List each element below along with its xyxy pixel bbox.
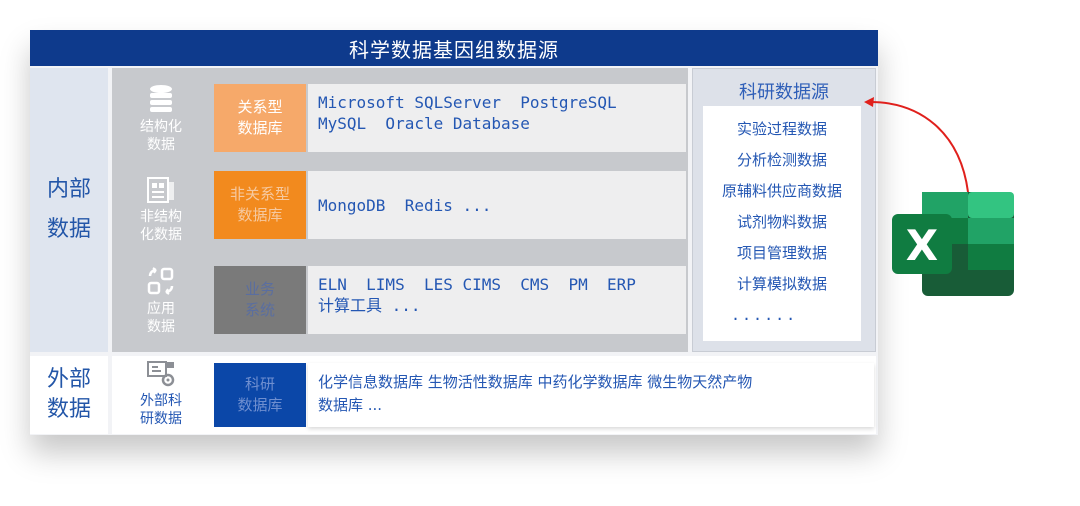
application-data-label: 应用 数据: [147, 301, 175, 335]
list-item: 原辅料供应商数据: [721, 182, 842, 200]
list-item: 试剂物料数据: [736, 213, 827, 231]
external-data-label: 外部 数据: [30, 356, 108, 434]
nonrelational-db-label: 非关系型 数据库: [229, 185, 290, 224]
business-system-label: 业务 系统: [244, 280, 275, 319]
structured-data-label: 结构化 数据: [140, 119, 182, 153]
nonrelational-db-content: MongoDB Redis ...: [308, 171, 686, 239]
excel-logo-letter: X: [906, 221, 938, 270]
research-db-category: 科研 数据库: [214, 363, 306, 427]
research-db-label: 科研 数据库: [237, 375, 283, 414]
relational-db-label: 关系型 数据库: [237, 98, 283, 137]
list-item: 实验过程数据: [736, 120, 827, 138]
nonrelational-db-category: 非关系型 数据库: [214, 171, 306, 239]
unstructured-data-label: 非结构 化数据: [140, 209, 182, 243]
internal-data-label: 内部 数据: [30, 68, 108, 352]
research-db-content: 化学信息数据库 生物活性数据库 中药化学数据库 微生物天然产物 数据库 ...: [308, 363, 874, 427]
curved-arrow-icon: [864, 97, 969, 193]
relational-db-category: 关系型 数据库: [214, 84, 306, 152]
external-data-text: 外部 数据: [46, 367, 91, 422]
external-research-data-label: 外部科 研数据: [140, 393, 182, 427]
diagram-title: 科学数据基因组数据源: [30, 30, 878, 66]
list-item-ellipsis: ......: [731, 306, 798, 324]
settings-monitor-icon: [147, 361, 175, 387]
unstructured-data-group: 非结构 化数据: [120, 176, 202, 244]
internal-data-text: 内部 数据: [46, 177, 91, 242]
excel-logo-icon: X: [892, 192, 1014, 296]
list-item: 项目管理数据: [736, 244, 827, 262]
application-data-group: 应用 数据: [120, 266, 202, 336]
structured-data-group: 结构化 数据: [120, 84, 202, 154]
research-sources-list: 实验过程数据 分析检测数据 原辅料供应商数据 试剂物料数据 项目管理数据 计算模…: [703, 106, 861, 341]
relational-db-content: Microsoft SQLServer PostgreSQL MySQL Ora…: [308, 84, 686, 152]
apps-icon: [147, 267, 174, 295]
business-system-category: 业务 系统: [214, 266, 306, 334]
external-research-data-group: 外部科 研数据: [120, 360, 202, 428]
list-item: 计算模拟数据: [736, 275, 827, 293]
database-icon: [150, 85, 172, 112]
list-item: 分析检测数据: [736, 151, 827, 169]
document-grid-icon: [147, 177, 174, 203]
business-system-content: ELN LIMS LES CIMS CMS PM ERP 计算工具 ...: [308, 266, 686, 334]
research-sources-title: 科研数据源: [739, 82, 829, 103]
